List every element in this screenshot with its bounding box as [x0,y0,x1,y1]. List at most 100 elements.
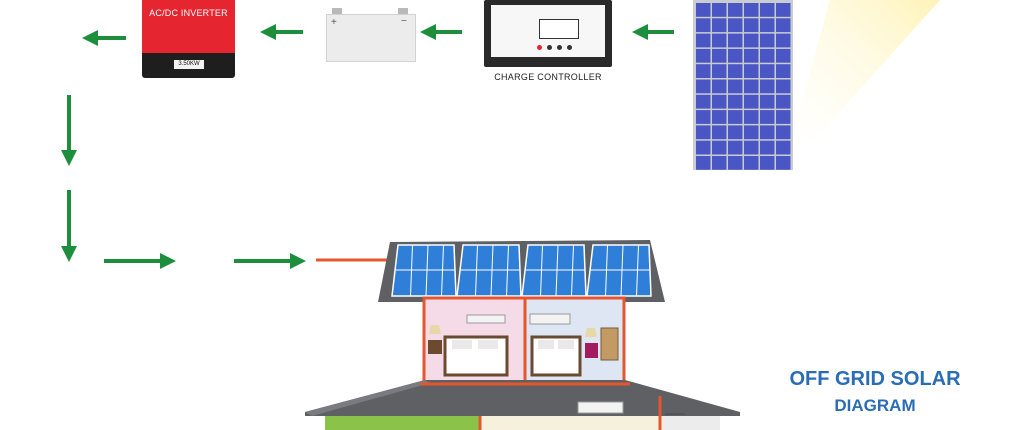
lower-roof [305,380,740,416]
solar-cell [712,156,727,170]
dresser [600,327,619,361]
lamp [585,328,597,337]
solar-cell [760,140,775,155]
solar-cell [712,18,727,33]
solar-cell [728,33,743,48]
solar-cell [696,94,711,109]
solar-cell [728,94,743,109]
nightstand [428,340,442,354]
solar-cell [776,125,791,140]
solar-cell [696,156,711,170]
controller-button [547,45,552,50]
solar-cell [728,140,743,155]
solar-cell [728,125,743,140]
solar-cell [760,18,775,33]
solar-cell [712,94,727,109]
solar-cell [712,125,727,140]
solar-cell [728,3,743,17]
solar-cell [696,125,711,140]
solar-cell [728,18,743,33]
ac-unit [577,401,624,414]
solar-cell [744,94,759,109]
solar-panel [693,0,793,170]
solar-cell [776,18,791,33]
battery-minus-symbol: − [401,16,407,27]
solar-cell [744,79,759,94]
ac-unit [529,313,571,325]
solar-cell [776,64,791,78]
battery-terminal-positive [332,8,342,14]
kitchen [480,416,663,430]
diagram-subtitle: DIAGRAM [834,396,916,415]
solar-cell [696,3,711,17]
solar-cell [712,79,727,94]
solar-cell [728,48,743,63]
solar-cell [744,33,759,48]
battery-plus-symbol: + [331,17,337,28]
solar-cell [760,110,775,124]
inverter: AC/DC INVERTER 3.50KW [142,0,235,78]
charge-controller-label: CHARGE CONTROLLER [494,72,602,82]
solar-cell [712,140,727,155]
solar-cell [744,18,759,33]
solar-cell [744,110,759,124]
solar-cell [760,79,775,94]
charge-controller [484,0,612,67]
solar-cell [696,140,711,155]
solar-cell [696,48,711,63]
solar-cell [776,140,791,155]
solar-cell [744,140,759,155]
inverter-label: AC/DC INVERTER [149,8,228,18]
solar-cell [696,33,711,48]
solar-cell [712,33,727,48]
solar-cell [776,156,791,170]
controller-screen [539,19,579,39]
controller-button [557,45,562,50]
solar-cell [696,18,711,33]
solar-cell [744,64,759,78]
inverter-rating: 3.50KW [174,60,204,69]
bathroom [663,416,720,430]
solar-cell [744,125,759,140]
house [305,240,740,430]
battery-terminal-negative [398,8,408,14]
solar-cell [776,33,791,48]
sun-glow [790,0,940,145]
solar-cell [760,125,775,140]
solar-cell [712,3,727,17]
controller-button [567,45,572,50]
solar-cell [760,33,775,48]
solar-cell [776,110,791,124]
solar-cell [776,48,791,63]
inverter-body [142,0,235,53]
solar-cell [728,64,743,78]
solar-cell [760,94,775,109]
lamp [429,325,441,334]
solar-cell [712,64,727,78]
solar-cell [728,110,743,124]
controller-face [491,5,605,57]
solar-cell [696,79,711,94]
ac-unit [466,314,506,324]
solar-cell [712,48,727,63]
solar-cell [744,3,759,17]
solar-cell [760,48,775,63]
solar-cell [760,3,775,17]
solar-cell [728,156,743,170]
controller-led-red [537,45,542,50]
solar-cell [776,79,791,94]
battery-body [326,14,416,62]
solar-cell [696,64,711,78]
solar-cell [760,156,775,170]
solar-cell [776,3,791,17]
solar-cell [760,64,775,78]
diagram-title: OFF GRID SOLAR [789,368,961,390]
solar-cell [696,110,711,124]
solar-cell [744,156,759,170]
solar-cell [776,94,791,109]
nightstand [585,343,598,358]
living-room [325,416,480,430]
solar-cell [744,48,759,63]
battery: + − [326,8,416,62]
